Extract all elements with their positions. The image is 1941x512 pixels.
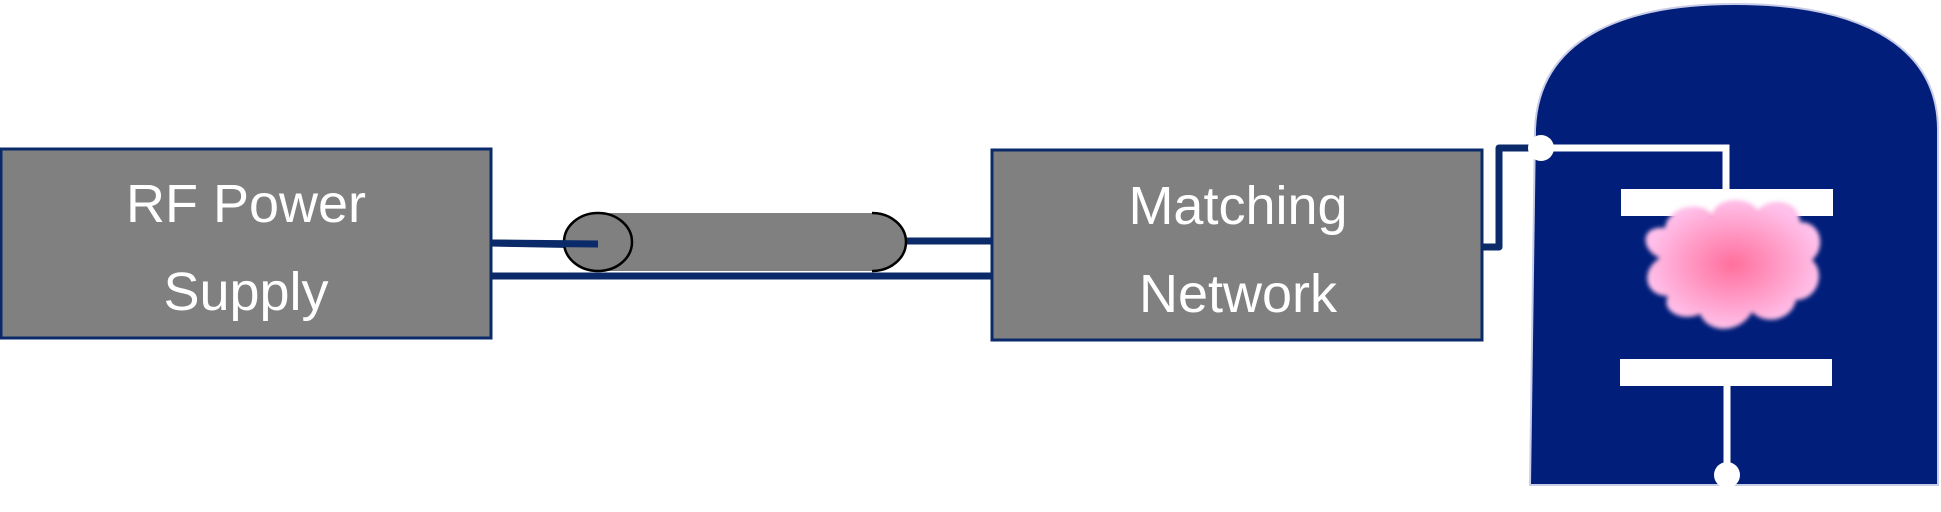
ground-terminal [1714, 462, 1740, 488]
rf-supply-label-line2: Supply [163, 262, 328, 322]
matching-output-wire [1482, 144, 1543, 251]
matching-label-line1: Matching [1128, 176, 1347, 236]
bottom-electrode [1620, 359, 1832, 386]
coax-cable [490, 211, 908, 273]
input-terminal [1528, 135, 1554, 161]
matching-network-box: Matching Network [990, 148, 1484, 342]
plasma-cloud [1645, 199, 1821, 329]
rf-power-supply-box: RF Power Supply [0, 147, 493, 340]
top-electrode-lead [1543, 144, 1730, 192]
matching-label-line2: Network [1139, 264, 1338, 324]
rf-supply-label-line1: RF Power [126, 174, 366, 234]
